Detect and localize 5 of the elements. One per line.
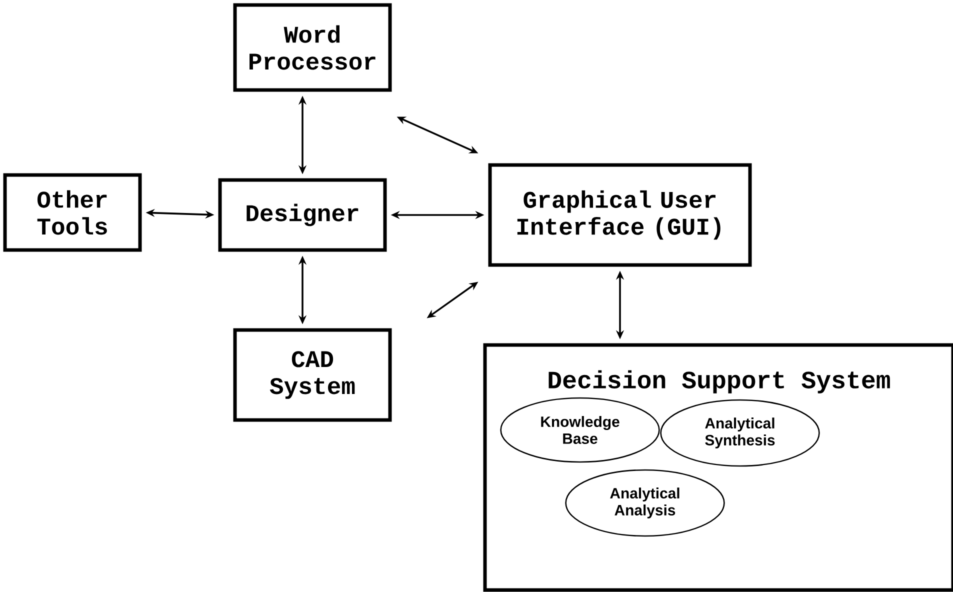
- process-box: CAD System: [233, 328, 392, 422]
- process-box: Word Processor: [233, 3, 392, 92]
- process-box: Graphical User Interface (GUI): [488, 163, 752, 267]
- process-box: Designer: [218, 178, 387, 252]
- process-box: Other Tools: [3, 173, 142, 252]
